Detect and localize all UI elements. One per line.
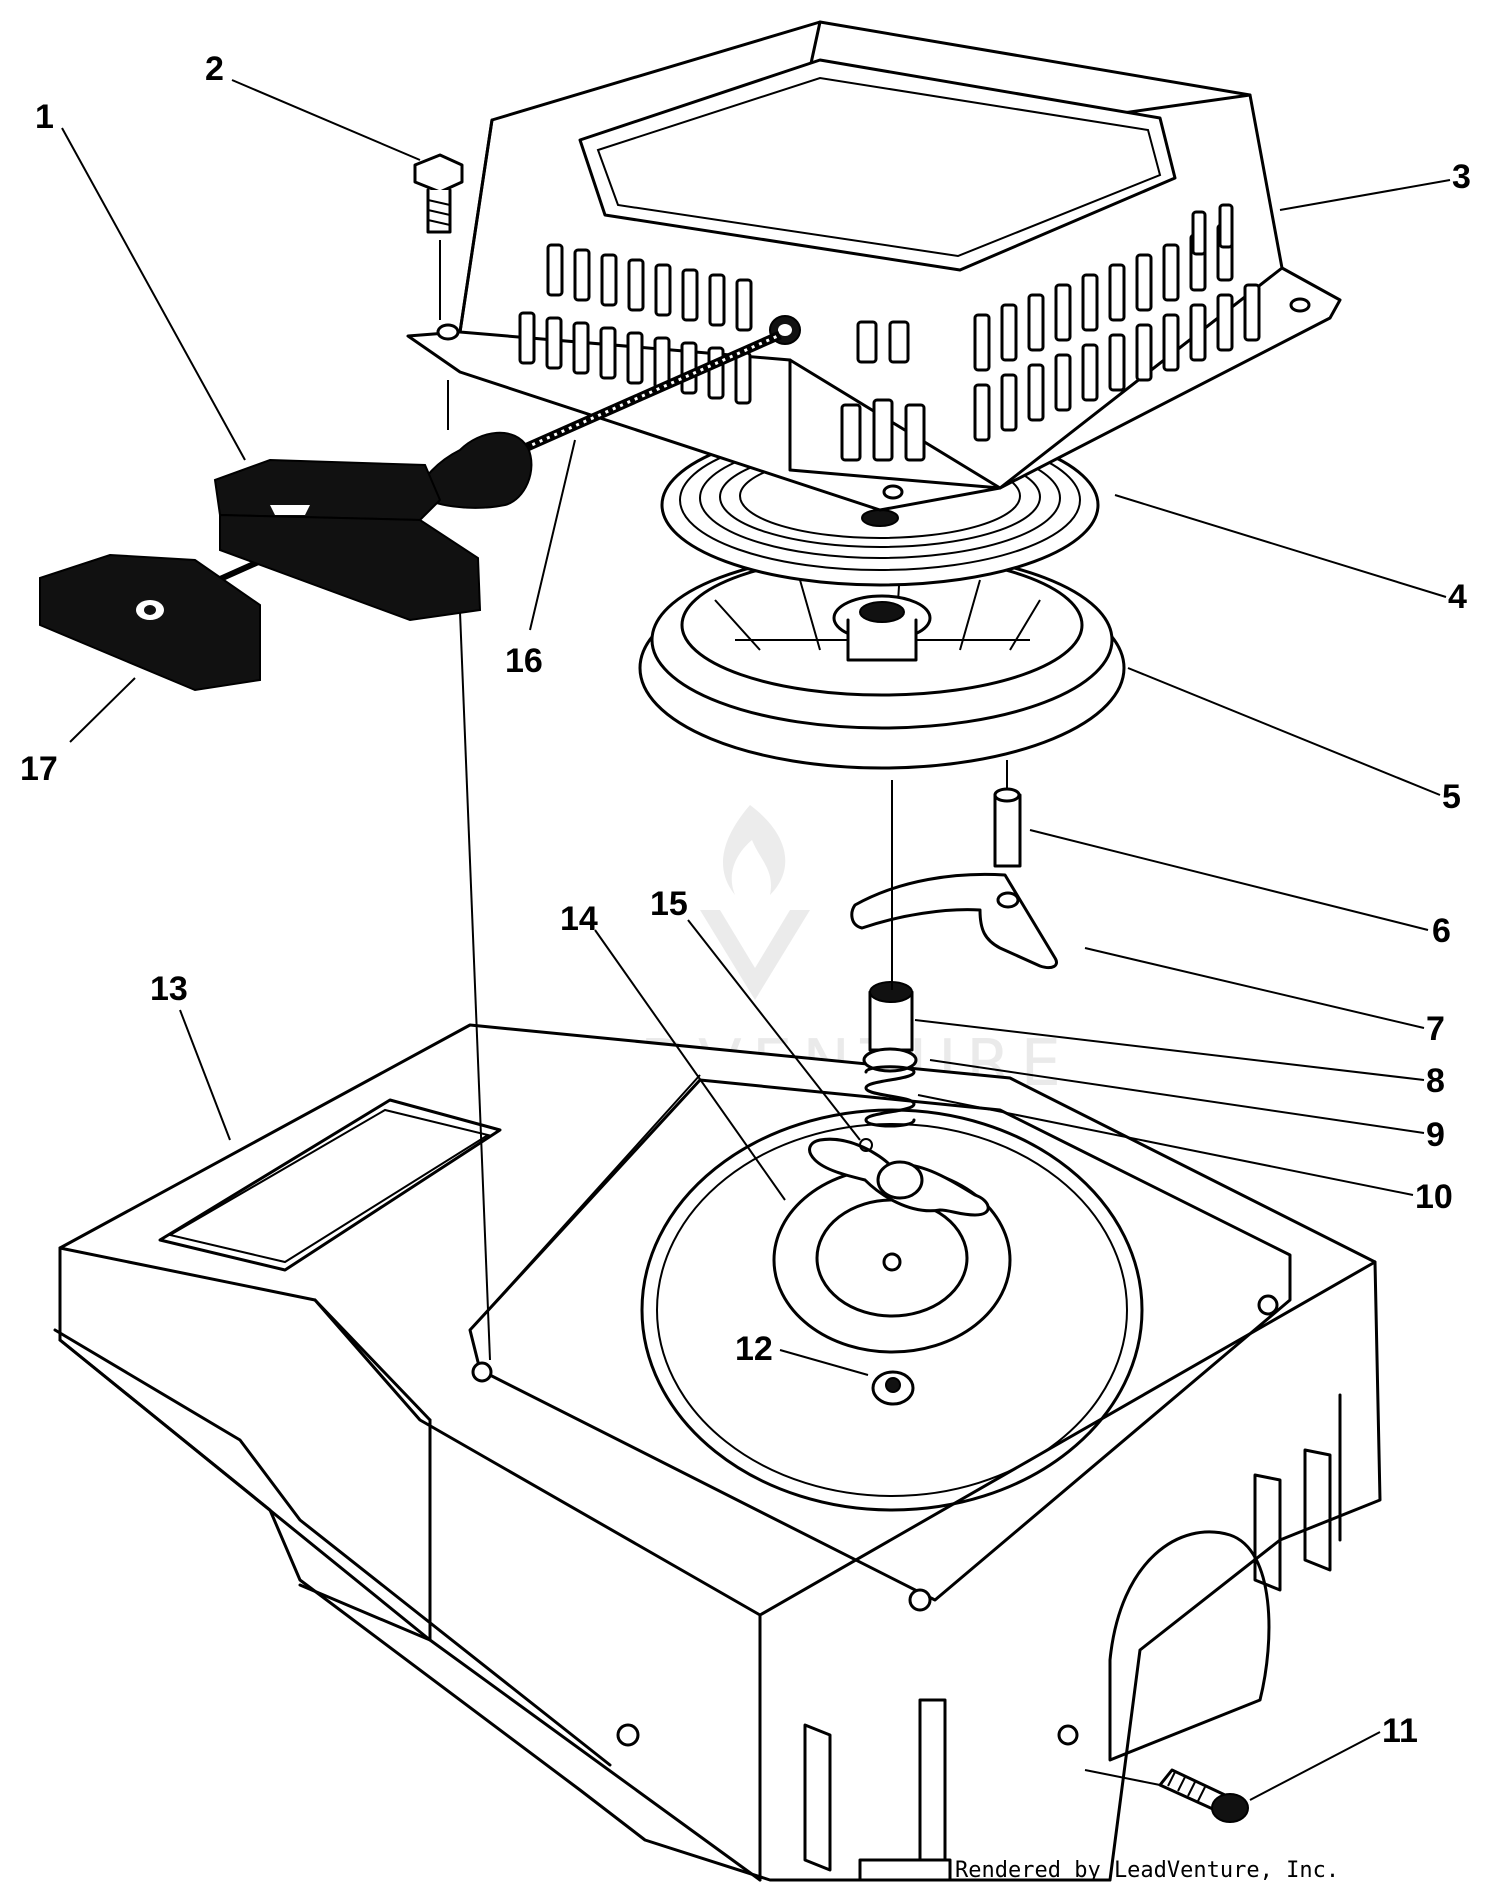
part-5-pulley (638, 550, 1126, 770)
part-8-shaft (868, 981, 914, 1052)
part-12-bolt (871, 1370, 915, 1406)
callout-6: 6 (1432, 912, 1451, 950)
part-13-shroud (53, 1023, 1382, 1882)
credit-text: Rendered by LeadVenture, Inc. (955, 1858, 1339, 1883)
part-15-ratchet (808, 1137, 990, 1217)
callout-7: 7 (1426, 1010, 1445, 1048)
part-2-bolt (413, 153, 464, 234)
callout-13: 13 (150, 970, 188, 1008)
housing-vents-left (518, 243, 753, 405)
callout-10: 10 (1415, 1178, 1453, 1216)
callout-11: 11 (1382, 1712, 1418, 1750)
housing-vents-right (973, 203, 1261, 442)
part-11-screw (1158, 1768, 1249, 1823)
housing-vents-front (840, 320, 926, 462)
part-14-cup (772, 1166, 1012, 1354)
callout-9: 9 (1426, 1116, 1445, 1154)
callout-14: 14 (560, 900, 598, 938)
callout-17: 17 (20, 750, 58, 788)
part-1-handle (213, 431, 533, 622)
callout-8: 8 (1426, 1062, 1445, 1100)
callout-4: 4 (1448, 578, 1467, 616)
callout-2: 2 (205, 50, 224, 88)
callout-3: 3 (1452, 158, 1471, 196)
watermark-flame-icon (723, 805, 786, 895)
callout-16: 16 (505, 642, 543, 680)
part-6-pin (993, 787, 1022, 868)
part-9-washer (862, 1047, 918, 1073)
assembly-lines (439, 240, 1161, 1786)
callout-1: 1 (35, 98, 54, 136)
callout-labels: 1 2 3 4 5 6 7 8 9 10 11 12 13 14 15 16 1… (20, 50, 1471, 1750)
callout-12: 12 (735, 1330, 773, 1368)
part-7-plate (850, 872, 1058, 970)
part-10-spring (864, 1065, 916, 1128)
callout-leaders (61, 79, 1451, 1801)
callout-5: 5 (1442, 778, 1461, 816)
part-17-handle-insert (39, 553, 261, 692)
watermark-v-icon (700, 910, 810, 1000)
part-3-housing (406, 20, 1342, 512)
callout-15: 15 (650, 885, 688, 923)
